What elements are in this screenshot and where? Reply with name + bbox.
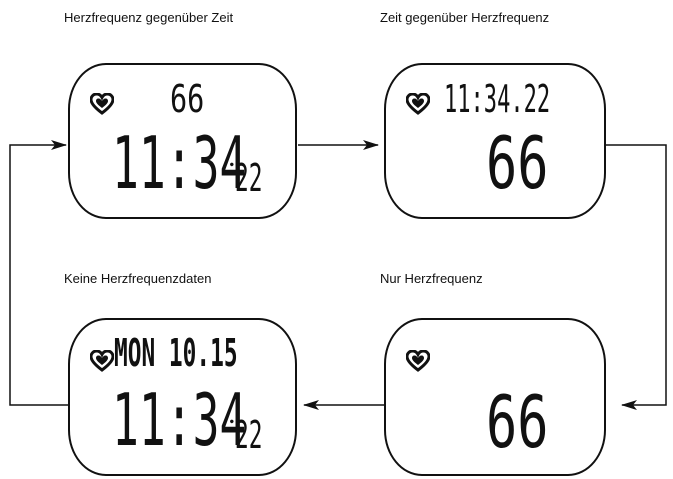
- display-time-over-hr: 11:34.22 66: [384, 63, 606, 219]
- heart-icon: [406, 93, 430, 115]
- arrow-icon: [606, 144, 667, 410]
- caption-time-over-hr: Zeit gegenüber Herzfrequenz: [380, 10, 550, 25]
- time-value: 11:34: [112, 121, 247, 205]
- seconds-separator: ●: [230, 418, 234, 425]
- heart-rate-value: 66: [170, 77, 205, 121]
- arrow-icon: [9, 140, 74, 406]
- caption-no-hr-data: Keine Herzfrequenzdaten: [64, 271, 212, 286]
- display-hr-only: 66: [384, 318, 606, 476]
- seconds-separator: ●: [230, 161, 234, 168]
- seconds-value: 22: [235, 413, 263, 457]
- display-hr-over-time: 66 11:34 ● 22: [68, 63, 297, 219]
- heart-rate-value: 66: [486, 121, 549, 205]
- heart-icon: [90, 350, 114, 372]
- caption-hr-only: Nur Herzfrequenz: [380, 271, 483, 286]
- date-value: MON 10.15: [114, 331, 238, 375]
- time-value: 11:34.22: [444, 77, 551, 121]
- display-no-hr-data: MON 10.15 11:34 ● 22: [68, 318, 297, 476]
- heart-icon: [406, 350, 430, 372]
- caption-hr-over-time: Herzfrequenz gegenüber Zeit: [64, 10, 234, 25]
- time-value: 11:34: [112, 378, 247, 462]
- seconds-value: 22: [235, 156, 263, 200]
- heart-icon: [90, 93, 114, 115]
- heart-rate-value: 66: [486, 380, 549, 464]
